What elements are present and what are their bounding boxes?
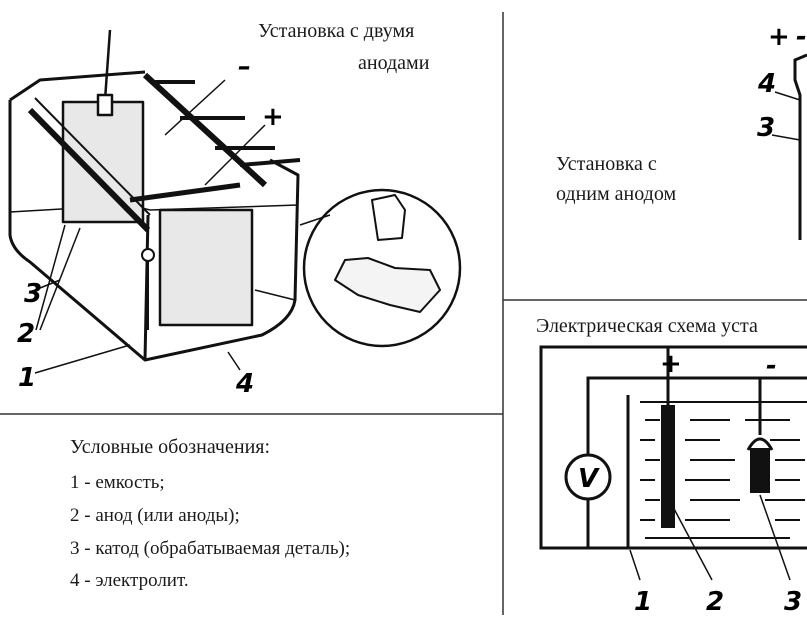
label-plus: + — [262, 102, 284, 132]
title-circuit: Электрическая схема уста — [536, 315, 758, 337]
title-one-anode-line2: одним анодом — [556, 183, 677, 205]
label-3: 3 — [24, 279, 42, 309]
title-two-anodes-line2: анодами — [358, 52, 430, 74]
voltmeter-label: V — [578, 464, 600, 494]
legend-item: 3 - катод (обрабатываемая деталь); — [70, 538, 351, 559]
tank-two-anodes — [8, 29, 462, 374]
title-one-anode-line1: Установка с — [556, 153, 657, 175]
label-4: 4 — [235, 369, 254, 399]
label-1: 1 — [18, 363, 36, 393]
title-two-anodes-line1: Установка с двумя — [258, 20, 415, 42]
legend-item: 1 - емкость; — [70, 472, 165, 493]
legend-title: Условные обозначения: — [70, 436, 271, 458]
right-top-minus: - — [796, 22, 807, 52]
electrolyte-lines — [640, 401, 807, 539]
circuit-label-2: 2 — [706, 587, 724, 617]
right-top-label-4: 4 — [757, 69, 776, 99]
tank-one-anode — [771, 53, 807, 240]
panel-dividers — [0, 12, 807, 615]
circuit-label-1: 1 — [634, 587, 652, 617]
circuit-diagram — [539, 345, 807, 581]
label-2: 2 — [17, 319, 35, 349]
circuit-label-3: 3 — [784, 587, 802, 617]
circuit-plus: + — [660, 349, 682, 379]
label-minus: – — [238, 52, 251, 82]
legend-item: 4 - электролит. — [70, 570, 189, 591]
circuit-minus: - — [766, 351, 777, 381]
legend-item: 2 - анод (или аноды); — [70, 505, 240, 526]
right-top-plus: + — [768, 22, 790, 52]
right-top-label-3: 3 — [757, 113, 775, 143]
